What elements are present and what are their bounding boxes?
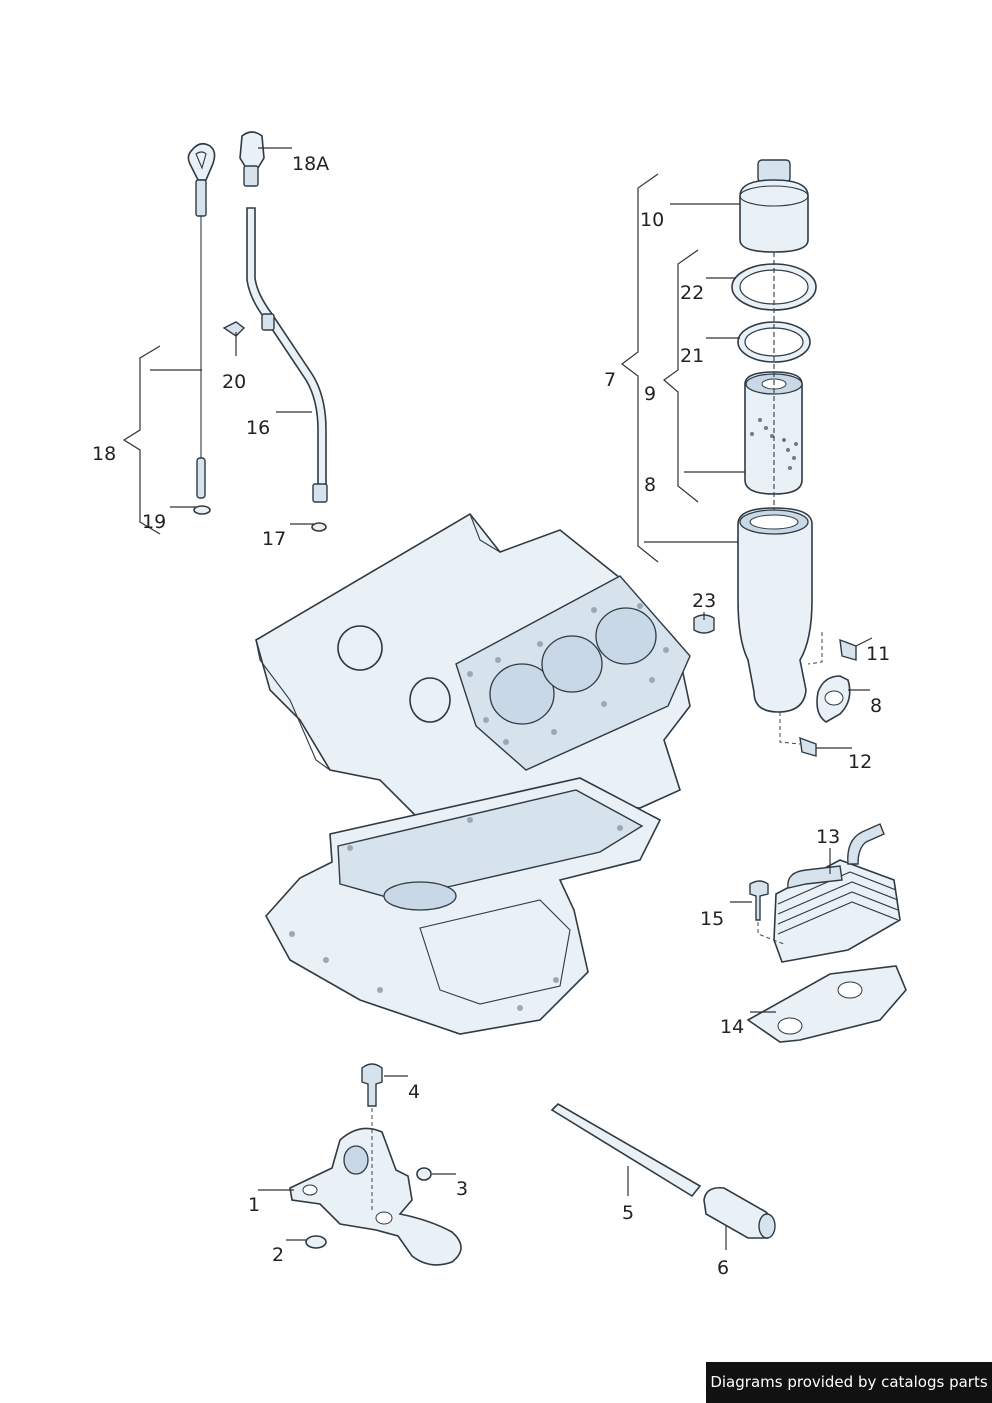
callout-18a: 18A xyxy=(292,153,329,175)
callout-16: 16 xyxy=(246,417,270,439)
callout-11: 11 xyxy=(866,643,890,665)
callout-8-filter: 8 xyxy=(644,474,656,496)
callout-8-gasket: 8 xyxy=(870,695,882,717)
callout-10: 10 xyxy=(640,209,664,231)
callout-4: 4 xyxy=(408,1081,420,1103)
callout-2: 2 xyxy=(272,1244,284,1266)
oil-pump-drive-shaft xyxy=(550,1103,776,1239)
callout-23: 23 xyxy=(692,590,716,612)
attribution-footer: Diagrams provided by catalogs parts xyxy=(706,1362,992,1403)
callout-22: 22 xyxy=(680,282,704,304)
callout-18: 18 xyxy=(92,443,116,465)
callout-15: 15 xyxy=(700,908,724,930)
oil-filter-group xyxy=(693,159,857,757)
oil-cooler-group xyxy=(746,823,907,1043)
callout-13: 13 xyxy=(816,826,840,848)
callout-3: 3 xyxy=(456,1178,468,1200)
engine-block xyxy=(255,512,691,841)
callout-labels: 18A 20 16 18 19 17 10 22 21 7 9 8 23 11 … xyxy=(92,153,890,1279)
callout-5: 5 xyxy=(622,1202,634,1224)
callout-20: 20 xyxy=(222,371,246,393)
oil-pan xyxy=(265,777,662,1035)
callout-6: 6 xyxy=(717,1257,729,1279)
callout-19: 19 xyxy=(142,511,166,533)
callout-9: 9 xyxy=(644,383,656,405)
dipstick-assembly xyxy=(187,142,216,515)
callout-21: 21 xyxy=(680,345,704,367)
callout-12: 12 xyxy=(848,751,872,773)
oil-pump-group xyxy=(289,1063,462,1266)
callout-14: 14 xyxy=(720,1016,744,1038)
callout-17: 17 xyxy=(262,528,286,550)
callout-1: 1 xyxy=(248,1194,260,1216)
callout-7: 7 xyxy=(604,369,616,391)
leader-lines xyxy=(122,147,873,1250)
dipstick-guide-tube xyxy=(222,131,328,532)
